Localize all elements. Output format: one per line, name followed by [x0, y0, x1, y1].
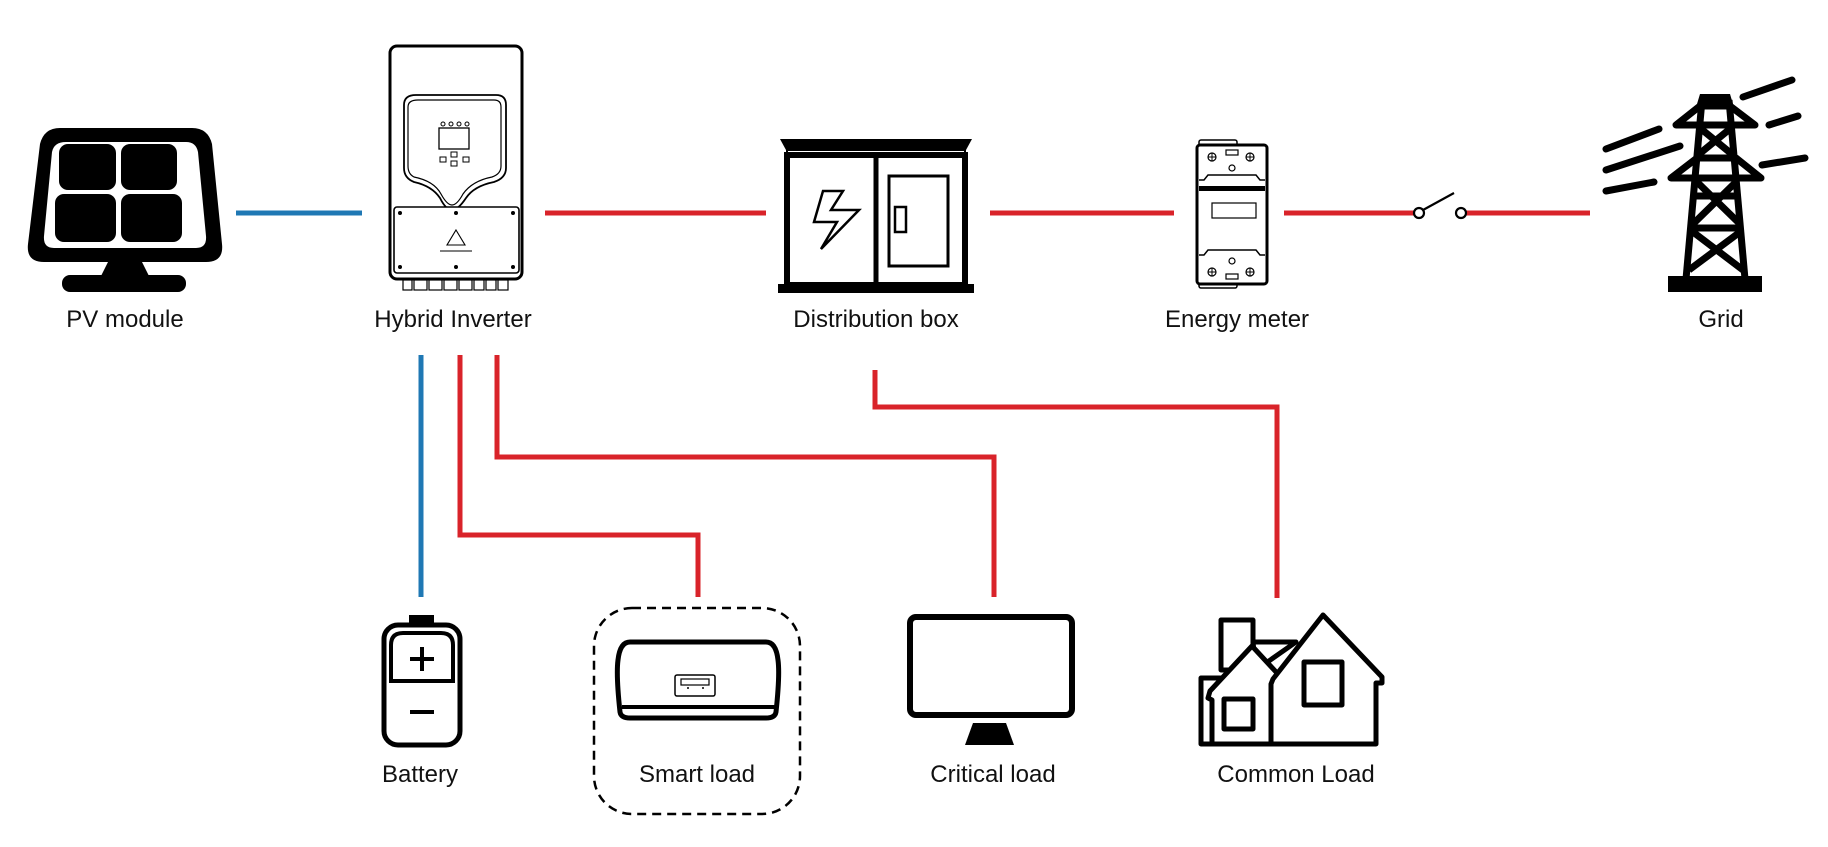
- grid-label: Grid: [1698, 306, 1743, 333]
- houses-icon: [1198, 612, 1385, 747]
- wires: [236, 210, 1590, 598]
- wire-inverter-to-critical-load: [494, 355, 997, 597]
- smart-load-label: Smart load: [639, 761, 755, 788]
- energy-meter: Energy meter: [1165, 139, 1309, 333]
- pv-module-label: PV module: [66, 306, 183, 333]
- battery: Battery: [381, 615, 463, 788]
- battery-icon: [381, 615, 463, 748]
- open-switch-icon: [1412, 192, 1468, 220]
- distribution-box-icon: [778, 139, 974, 293]
- smart-load-dashed-outline: [592, 606, 802, 816]
- pv-module: PV module: [27, 128, 223, 333]
- common-load: Common Load: [1198, 612, 1385, 788]
- critical-load: Critical load: [907, 614, 1075, 788]
- energy-meter-icon: [1195, 139, 1269, 289]
- transmission-tower-icon: [1602, 76, 1809, 292]
- hybrid-inverter-label: Hybrid Inverter: [374, 306, 531, 333]
- critical-load-label: Critical load: [930, 761, 1055, 788]
- smart-load: Smart load: [592, 606, 802, 816]
- distribution-box: Distribution box: [778, 139, 974, 333]
- distribution-box-label: Distribution box: [793, 306, 958, 333]
- inverter-icon: [388, 44, 524, 291]
- wire-distbox-to-common-load: [872, 370, 1280, 598]
- energy-meter-label: Energy meter: [1165, 306, 1309, 333]
- monitor-icon: [907, 614, 1075, 745]
- air-conditioner-icon: [614, 639, 782, 721]
- solar-panel-icon: [27, 128, 223, 292]
- hybrid-inverter: Hybrid Inverter: [374, 44, 532, 333]
- common-load-label: Common Load: [1217, 761, 1374, 788]
- wire-inverter-to-smart-load: [457, 355, 701, 597]
- battery-label: Battery: [382, 761, 458, 788]
- grid: Grid: [1602, 76, 1809, 333]
